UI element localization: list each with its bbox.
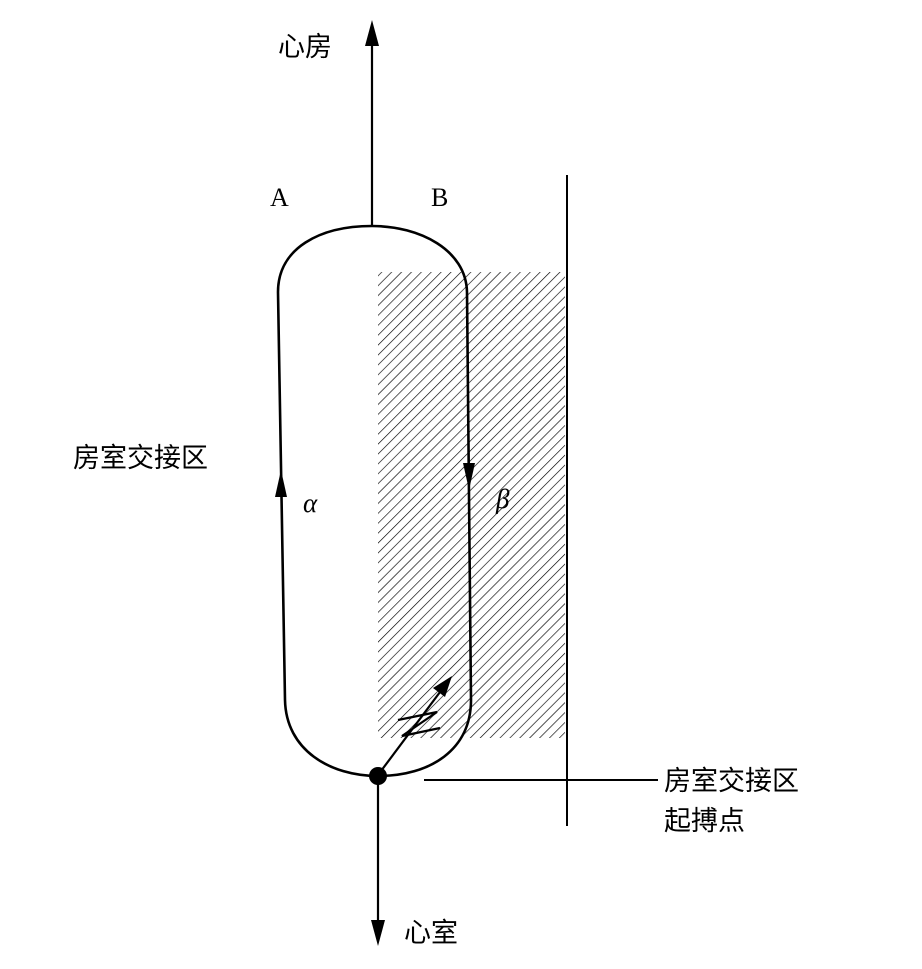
beta-path-label: β (495, 484, 510, 514)
point-b-label: B (431, 183, 448, 212)
alpha-path-label: α (303, 488, 318, 518)
pacemaker-label-line1: 房室交接区 (664, 766, 799, 797)
beta-arrow-head (463, 463, 475, 490)
junction-zone-label: 房室交接区 (73, 443, 208, 474)
atrium-label: 心房 (278, 32, 332, 63)
blocked-impulse-head (433, 676, 452, 697)
pacemaker-label-line2: 起搏点 (664, 806, 745, 837)
alpha-arrow-head (275, 470, 287, 497)
pacemaker-origin-dot (369, 767, 387, 785)
ventricle-label: 心室 (404, 918, 458, 949)
point-a-label: A (270, 183, 289, 212)
block-mark-icon (397, 710, 441, 738)
ventricle-arrow-head (371, 920, 385, 946)
atrium-arrow-head (365, 20, 379, 46)
